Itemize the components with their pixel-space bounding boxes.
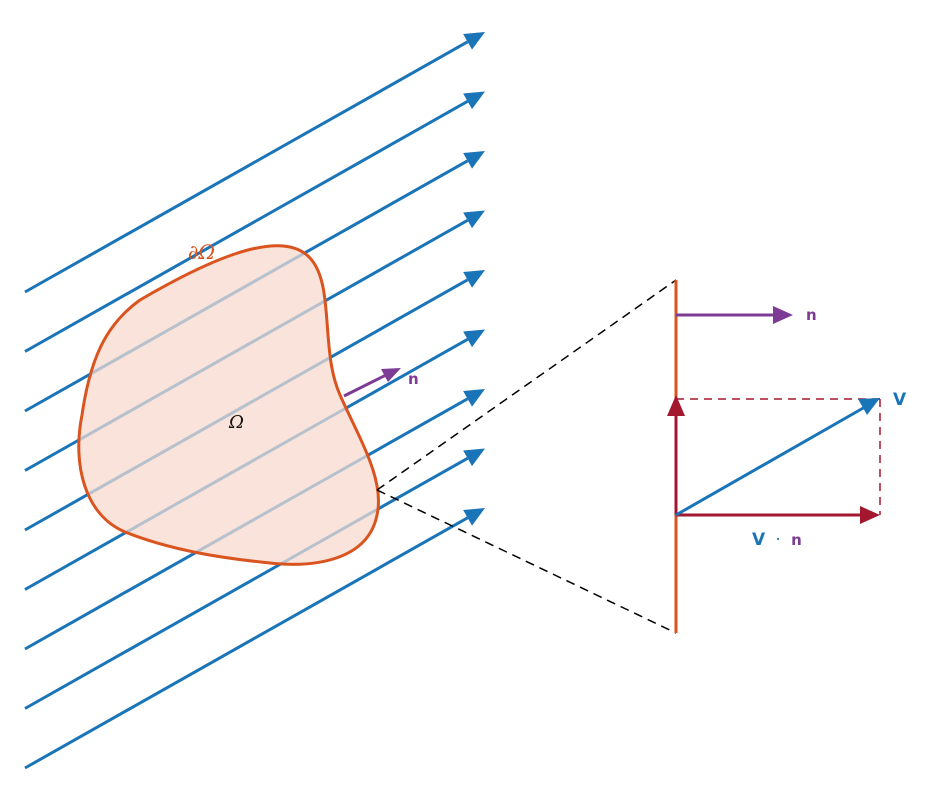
normal-label: n	[408, 370, 419, 388]
projection-guides	[676, 398, 881, 515]
normal-component-arrow	[676, 506, 880, 524]
inner-streamline-4	[78, 245, 379, 472]
dot-product-v: V	[752, 530, 766, 550]
streamline-2	[24, 100, 469, 353]
streamline-arrowhead-4	[463, 210, 485, 229]
domain-label: Ω	[228, 412, 244, 433]
svg-text:V · n: V · n	[752, 530, 802, 550]
zoom-lines	[376, 279, 677, 634]
streamline-9	[24, 516, 469, 770]
normal-arrow	[343, 368, 401, 398]
boundary-label: ∂Ω	[188, 240, 215, 264]
inner-streamline-3	[78, 245, 379, 413]
region-omega	[78, 245, 379, 565]
tangential-component-arrow	[667, 395, 685, 515]
dot-product-operator: ·	[775, 530, 780, 550]
streamline-arrowhead-5	[463, 270, 485, 288]
dot-product-n: n	[791, 531, 802, 549]
streamline-arrowhead-2	[463, 91, 485, 110]
zoom-normal-arrow	[676, 306, 793, 324]
streamline-arrowhead-3	[463, 151, 485, 169]
streamline-1	[24, 40, 469, 294]
streamline-arrowhead-6	[463, 329, 485, 348]
velocity-vector-arrow	[675, 398, 880, 517]
inner-streamline-7	[78, 397, 379, 565]
streamline-arrowhead-7	[463, 389, 485, 407]
velocity-label: V	[893, 390, 907, 410]
streamline-arrowhead-9	[463, 508, 485, 526]
streamline-arrowhead-1	[463, 32, 485, 50]
boundary-curve	[77, 244, 380, 566]
streamline-8	[24, 457, 469, 710]
inner-streamline-5	[78, 278, 379, 532]
streamline-arrowhead-8	[463, 448, 485, 467]
zoom-normal-label: n	[806, 306, 817, 324]
